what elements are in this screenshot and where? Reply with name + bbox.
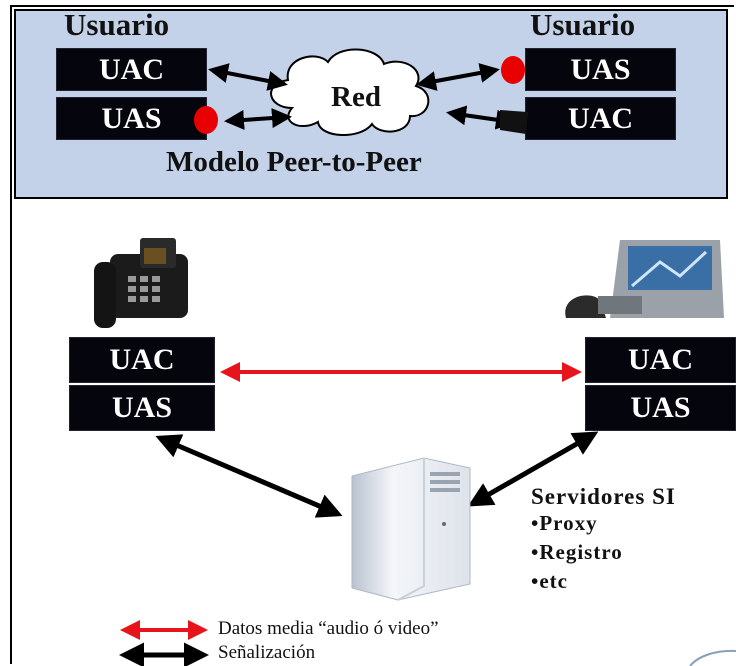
signal-arrow-right [467, 431, 599, 507]
peer-caption: Modelo Peer-to-Peer [166, 146, 422, 178]
peer-left-uac: UAC [56, 48, 207, 91]
network-cloud-icon [270, 48, 430, 137]
endpoint-flag-right [500, 110, 528, 134]
user-right-label: Usuario [530, 7, 636, 42]
peer-arrow-left-uac [208, 63, 288, 91]
outer-frame [10, 5, 734, 664]
peer-arrow-right-uas [416, 63, 500, 91]
server-left-uas: UAS [69, 385, 215, 431]
cloud-label: Red [331, 81, 381, 113]
signal-arrow-left [155, 434, 343, 518]
legend-signal-label: Señalización [218, 642, 316, 663]
video-phone-icon-right [565, 240, 724, 318]
peer-right-uas: UAS [525, 48, 676, 91]
telephone-icon-left [94, 238, 188, 328]
decorative-arc [689, 649, 736, 666]
server-right-uac: UAC [585, 337, 736, 383]
legend-media-label: Datos media “audio ó video” [218, 618, 439, 639]
server-left-uac: UAC [69, 337, 215, 383]
endpoint-dot-left [194, 106, 218, 134]
server-item-etc: •etc [531, 569, 568, 593]
peer-left-uas: UAS [56, 97, 207, 140]
server-item-registro: •Registro [531, 540, 623, 564]
server-item-proxy: •Proxy [531, 511, 598, 535]
user-left-label: Usuario [64, 7, 170, 42]
peer-arrow-left-uas [224, 108, 292, 130]
server-right-uas: UAS [585, 385, 736, 431]
endpoint-dot-right [501, 56, 525, 84]
peer-right-uac: UAC [525, 97, 676, 140]
server-tower-icon [351, 457, 471, 601]
